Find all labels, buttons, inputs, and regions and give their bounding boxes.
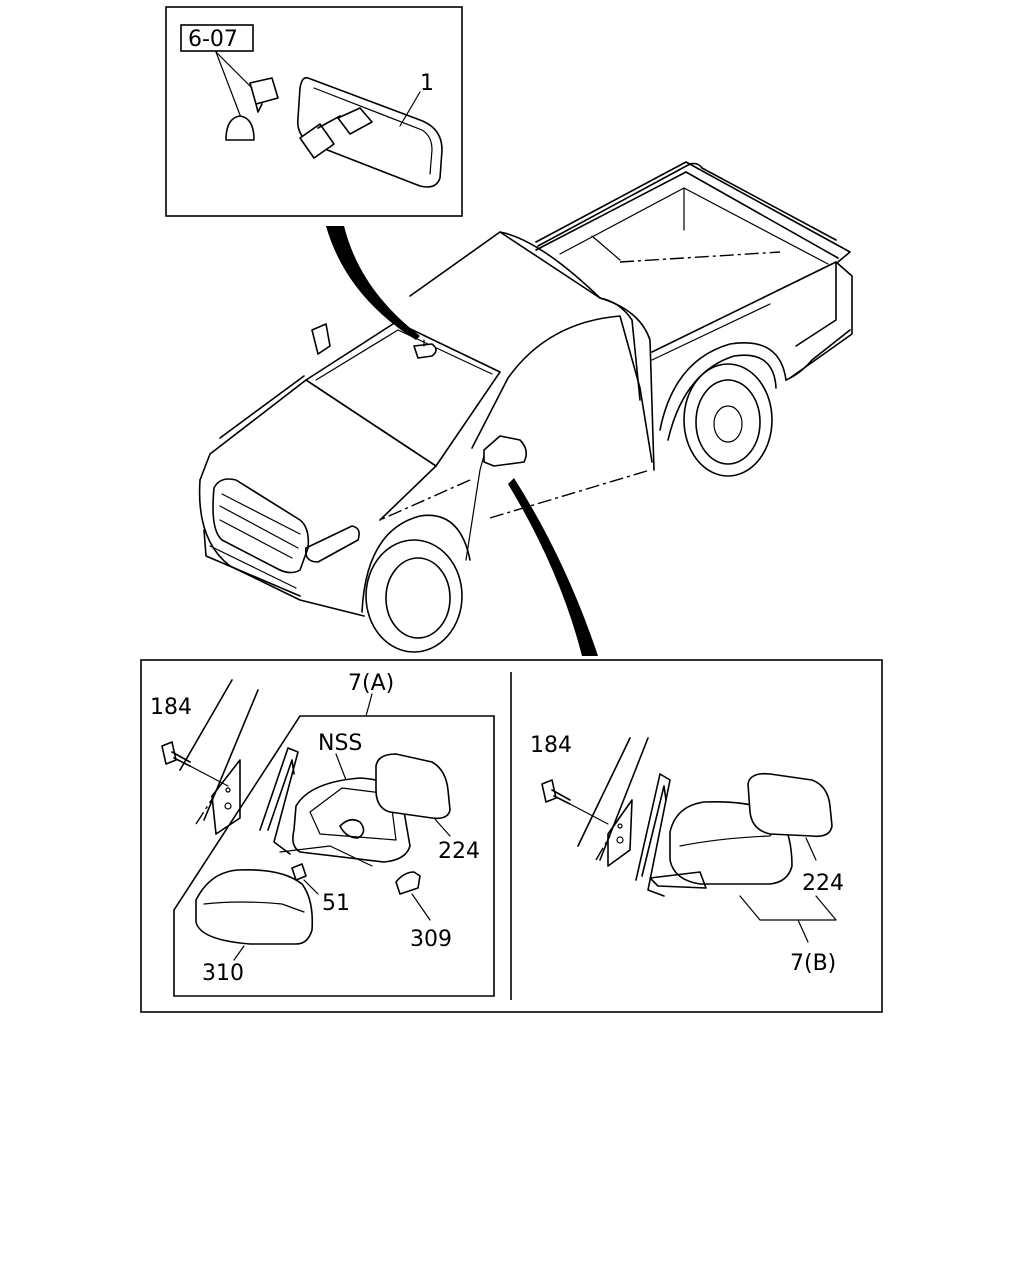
label-7a[interactable]: 7(A): [348, 671, 394, 696]
label-7b[interactable]: 7(B): [790, 951, 836, 976]
inset-door-mirrors: 7(A) 184 NSS: [140, 659, 883, 1013]
ref-box: [180, 24, 254, 52]
callout-1[interactable]: 1: [420, 71, 434, 96]
screw-51: [291, 863, 307, 881]
callout-51[interactable]: 51: [322, 891, 350, 916]
pointer-bottom: [508, 478, 598, 656]
panel-7a: 7(A) 184 NSS: [150, 671, 495, 997]
inset-interior-mirror: 6-07 1: [165, 6, 463, 217]
pointer-top: [326, 226, 420, 340]
callout-310[interactable]: 310: [202, 961, 244, 986]
bolt-184-b: [541, 779, 557, 803]
callout-309[interactable]: 309: [410, 927, 452, 952]
panel-7b: 184 224 7(B): [530, 733, 844, 976]
door-mirror-truck: [483, 435, 528, 467]
callout-184-b[interactable]: 184: [530, 733, 572, 758]
bolt-184-a: [161, 741, 177, 765]
mount-base: [225, 115, 255, 141]
callout-224-a[interactable]: 224: [438, 839, 480, 864]
ref-box-label[interactable]: 6-07: [188, 27, 238, 52]
rear-view-mirror: [296, 76, 443, 188]
label-nss[interactable]: NSS: [318, 731, 362, 756]
mirror-cover-310: [195, 868, 314, 945]
callout-224-b[interactable]: 224: [802, 871, 844, 896]
mirror-glass-224-b: [747, 772, 833, 838]
mount-bracket: [249, 77, 279, 113]
mirror-glass-224-a: [375, 753, 451, 820]
part-309: [395, 871, 421, 895]
pickup-truck: [198, 161, 853, 653]
callout-184-a[interactable]: 184: [150, 695, 192, 720]
